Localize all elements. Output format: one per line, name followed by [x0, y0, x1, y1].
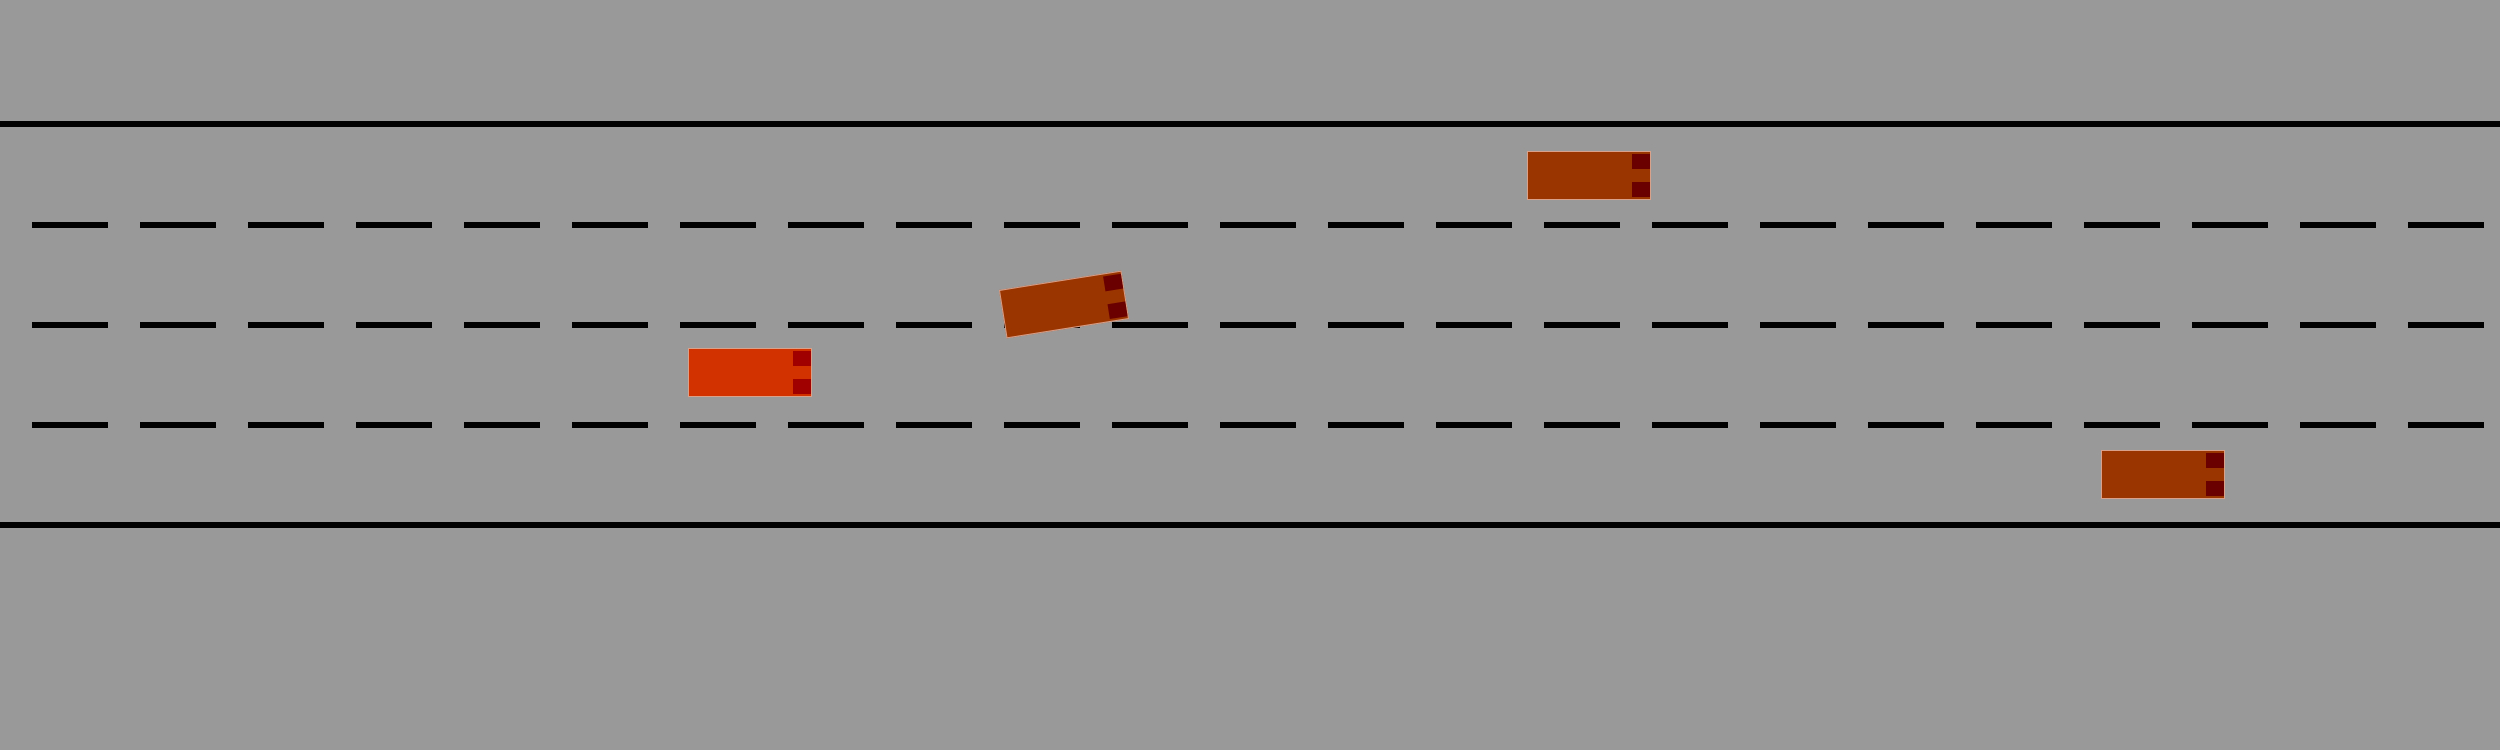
lane-divider-2	[0, 322, 2500, 328]
other-vehicle	[2101, 450, 2225, 499]
vehicle-tail-light	[1632, 154, 1650, 169]
lane-divider-1	[0, 222, 2500, 228]
vehicle-tail-light	[1103, 273, 1124, 292]
vehicle-tail-light	[1632, 182, 1650, 197]
ego-vehicle	[688, 348, 812, 397]
vehicle-tail-light	[2206, 481, 2224, 496]
other-vehicle	[1527, 151, 1651, 200]
other-vehicle	[998, 270, 1130, 339]
ego-tail-light	[793, 379, 811, 394]
vehicle-tail-light	[2206, 453, 2224, 468]
road-edge-bottom	[0, 522, 2500, 528]
lane-divider-3	[0, 422, 2500, 428]
road-edge-top	[0, 121, 2500, 127]
ego-tail-light	[793, 351, 811, 366]
vehicle-tail-light	[1107, 301, 1128, 320]
